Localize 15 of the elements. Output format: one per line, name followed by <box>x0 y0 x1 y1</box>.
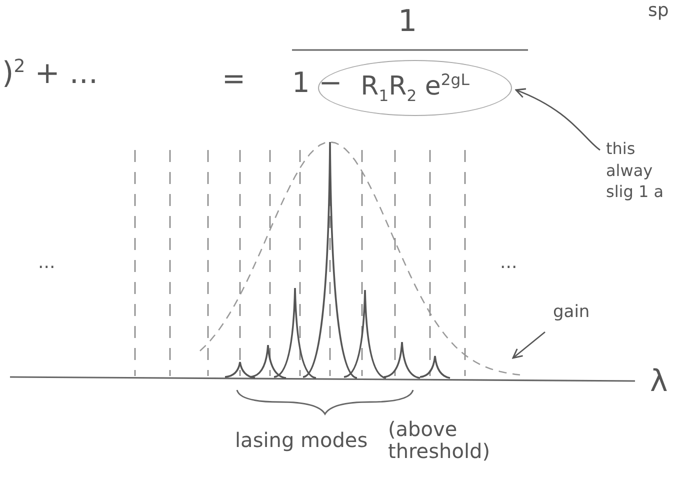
arrow <box>515 88 600 151</box>
leader-arrow <box>512 331 546 359</box>
threshold-note: (above threshold) <box>388 418 491 462</box>
ellipsis: ... <box>500 252 518 273</box>
note-text: this alway slig 1 a <box>606 138 672 203</box>
lambda-label: λ <box>650 364 668 399</box>
ellipsis: ... <box>38 252 56 273</box>
denominator-text: 1 − <box>292 66 342 99</box>
gain-curve <box>200 141 520 376</box>
lasing-modes-label: lasing modes <box>235 428 368 452</box>
gain-label: gain <box>553 302 590 322</box>
cut-off-text: sp <box>648 0 669 21</box>
formula-text: )$^{2}$ + ... <box>2 56 98 91</box>
equals-sign: = <box>222 62 246 95</box>
numerator: 1 <box>398 4 418 39</box>
